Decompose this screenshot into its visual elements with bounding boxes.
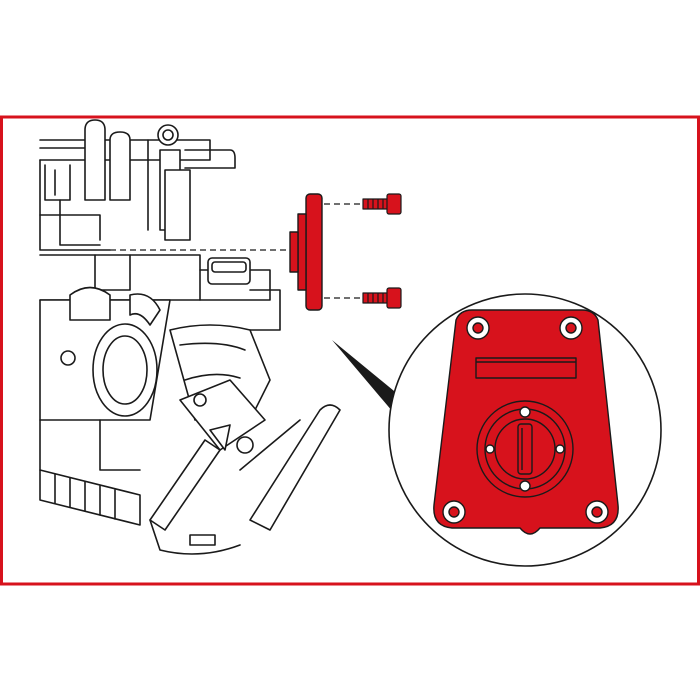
bolt-icon xyxy=(362,287,402,309)
alignment-guides xyxy=(110,203,362,299)
diagram-frame xyxy=(0,115,700,586)
bolt-icon xyxy=(362,193,402,215)
engine-line-drawing-icon xyxy=(39,119,341,555)
callout-pointer xyxy=(332,340,405,418)
timing-locking-plate-icon xyxy=(433,309,619,535)
plate-side-view-icon xyxy=(289,193,323,311)
